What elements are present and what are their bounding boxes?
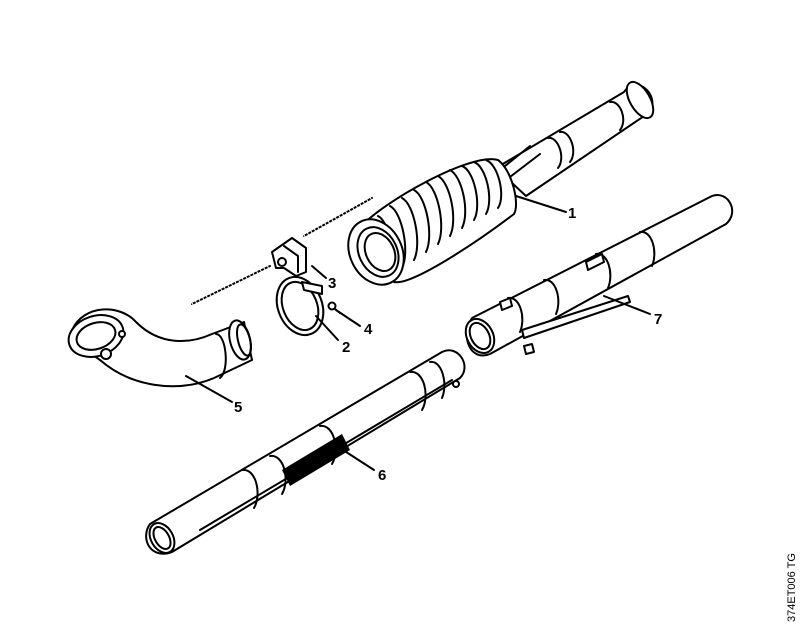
leader-lines (185, 195, 651, 471)
part-flexible-hose (347, 80, 655, 286)
reference-code: 374ET006 TG (786, 553, 798, 622)
callout-4: 4 (364, 321, 373, 338)
part-nozzle-tube (464, 194, 733, 357)
stihl-logo (282, 434, 350, 486)
part-cable-guide-clip (271, 237, 307, 277)
part-cable (191, 196, 373, 306)
callout-1: 1 (568, 205, 577, 222)
callout-5: 5 (234, 399, 243, 416)
part-elbow-tube (67, 308, 253, 388)
part-hose-clamp (275, 275, 325, 337)
part-blower-tube (145, 349, 466, 555)
callout-7: 7 (654, 311, 663, 328)
callout-6: 6 (378, 467, 387, 484)
callout-2: 2 (342, 339, 351, 356)
callout-3: 3 (328, 275, 337, 292)
